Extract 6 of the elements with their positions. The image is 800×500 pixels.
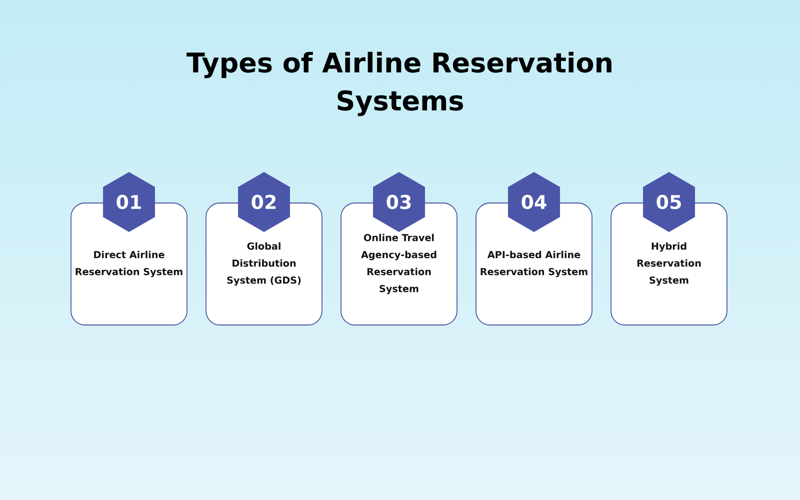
number-hexagon: 01: [103, 172, 155, 232]
number-hexagon: 03: [373, 172, 425, 232]
title: Types of Airline Reservation Systems: [186, 52, 612, 116]
number-hexagon: 04: [508, 172, 560, 232]
number-hexagon: 02: [238, 172, 290, 232]
number-hexagon: 05: [643, 172, 695, 232]
